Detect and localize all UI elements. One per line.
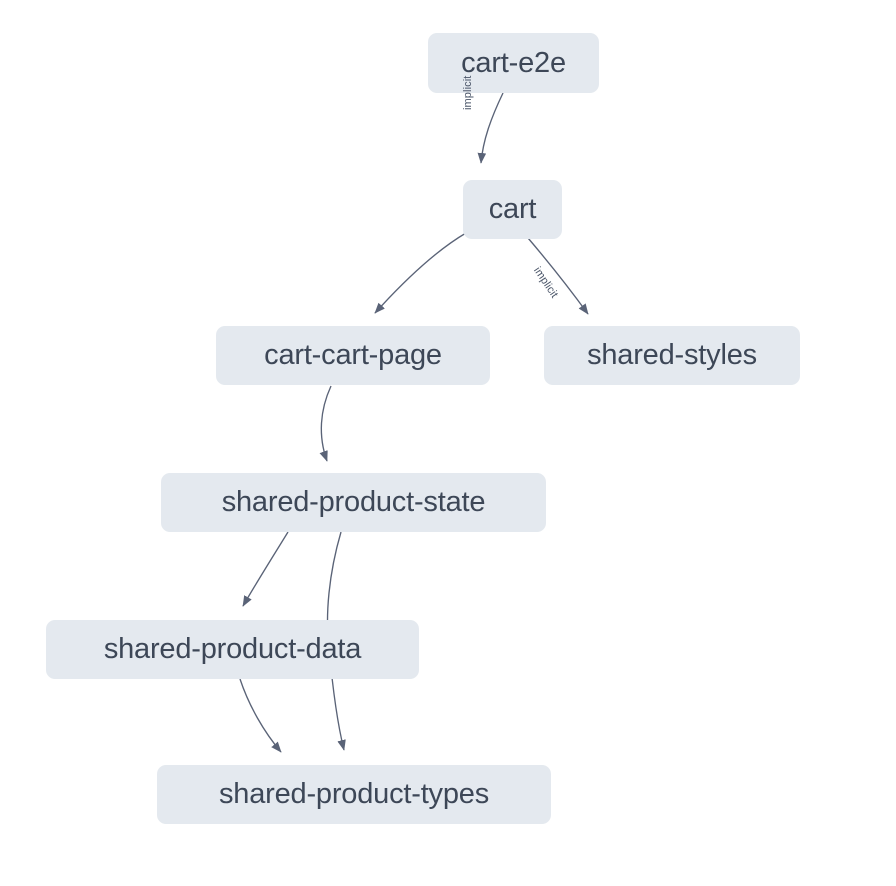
node-cart-cart-page-label: cart-cart-page — [264, 339, 442, 371]
node-shared-product-data[interactable]: shared-product-data — [46, 620, 419, 679]
node-shared-product-types[interactable]: shared-product-types — [157, 765, 551, 824]
node-cart-e2e[interactable]: cart-e2e — [428, 33, 599, 93]
node-cart[interactable]: cart — [463, 180, 562, 239]
node-cart-cart-page[interactable]: cart-cart-page — [216, 326, 490, 385]
node-shared-product-data-label: shared-product-data — [103, 633, 362, 665]
node-cart-e2e-label: cart-e2e — [461, 46, 566, 79]
node-cart-label: cart — [488, 193, 537, 225]
edge-cart-cart-page-to-shared-product-state — [319, 385, 332, 462]
node-shared-styles[interactable]: shared-styles — [544, 326, 800, 385]
node-shared-styles-label: shared-styles — [587, 339, 757, 371]
node-shared-product-state-label: shared-product-state — [221, 486, 486, 518]
edge-label-implicit-cart-e2e-cart: implicit — [462, 75, 474, 110]
node-shared-product-types-label: shared-product-types — [218, 778, 490, 810]
edge-cart-to-shared-styles — [527, 237, 589, 315]
edge-shared-product-data-to-shared-product-types — [239, 678, 282, 753]
node-shared-product-state[interactable]: shared-product-state — [161, 473, 546, 532]
edge-cart-to-cart-cart-page — [374, 232, 467, 314]
edge-shared-product-state-to-shared-product-data — [242, 531, 289, 607]
edge-cart-e2e-to-cart — [477, 92, 504, 164]
